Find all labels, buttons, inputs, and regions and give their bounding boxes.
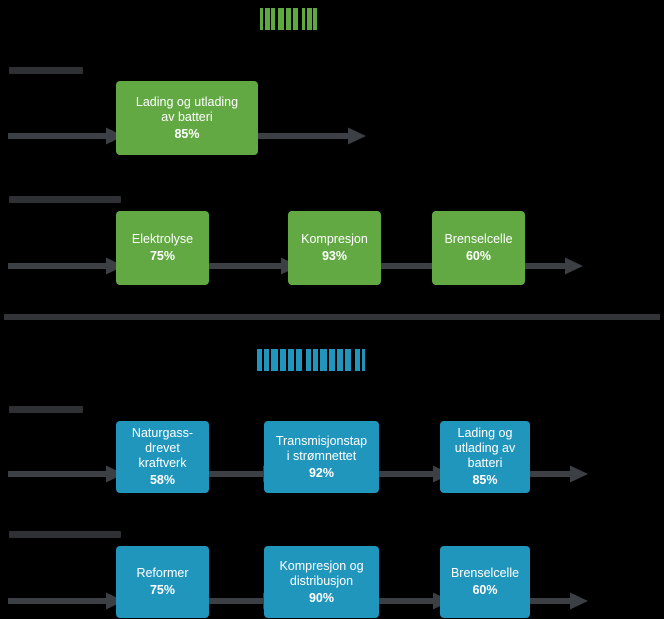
node-value: 90% <box>308 590 335 605</box>
arrow-out-of-lading-blue <box>524 465 588 483</box>
arrow-kraftverk-to-transmisjonstap <box>203 465 281 483</box>
node-label: Transmisjonstap i strømnettet <box>275 433 368 463</box>
node-value: 60% <box>472 583 498 597</box>
node-brenselcelle-blue[interactable]: Brenselcelle 60% <box>440 546 530 618</box>
node-value: 93% <box>321 249 348 263</box>
node-label: Naturgass- drevet kraftverk <box>131 426 194 470</box>
node-label: Reformer <box>136 566 189 580</box>
arrow-kompresjon-distribusjon-to-brenselcelle <box>373 592 451 610</box>
node-label: Lading og utlading av batteri <box>454 426 516 470</box>
arrow-reformer-to-kompresjon-distribusjon <box>203 592 281 610</box>
naturgass-battery-row-label-redacted <box>9 406 83 413</box>
node-label: Kompresjon og distribusjon <box>279 558 364 588</box>
arrow-into-reformer <box>8 592 124 610</box>
node-value: 85% <box>174 126 200 141</box>
node-label: Kompresjon <box>301 232 368 246</box>
node-lading-og-utlading-av-batteri-blue[interactable]: Lading og utlading av batteri 85% <box>440 421 530 493</box>
node-naturgassdrevet-kraftverk[interactable]: Naturgass- drevet kraftverk 58% <box>116 421 209 493</box>
arrow-into-elektrolyse <box>8 257 124 275</box>
section-divider <box>4 314 660 320</box>
node-label: Elektrolyse <box>131 232 194 246</box>
node-value: 85% <box>472 473 498 487</box>
node-value: 75% <box>149 583 176 597</box>
node-value: 60% <box>465 249 492 263</box>
arrow-into-naturgass-kraftverk <box>8 465 124 483</box>
node-value: 75% <box>149 249 176 263</box>
node-transmisjonstap-i-stromnettet[interactable]: Transmisjonstap i strømnettet 92% <box>264 421 379 493</box>
node-label: Lading og utlading av batteri <box>135 94 239 124</box>
node-kompresjon-og-distribusjon[interactable]: Kompresjon og distribusjon 90% <box>264 546 379 618</box>
node-label: Brenselcelle <box>444 232 513 246</box>
green-title-ink <box>258 8 318 30</box>
hydrogen-row-label-redacted <box>9 196 121 203</box>
blue-section-title-redacted <box>255 349 365 371</box>
green-section-title-redacted <box>258 8 318 30</box>
arrow-into-battery <box>8 127 124 145</box>
node-label: Brenselcelle <box>450 566 520 580</box>
arrow-out-of-brenselcelle-green <box>519 257 583 275</box>
arrow-kompresjon-to-brenselcelle <box>375 257 471 275</box>
node-value: 58% <box>149 473 176 487</box>
arrow-elektrolyse-to-kompresjon <box>203 257 299 275</box>
node-value: 92% <box>308 465 335 480</box>
arrow-transmisjonstap-to-lading <box>373 465 451 483</box>
arrow-out-of-battery <box>252 127 366 145</box>
arrow-out-of-brenselcelle-blue <box>524 592 588 610</box>
node-reformer[interactable]: Reformer 75% <box>116 546 209 618</box>
node-brenselcelle-green[interactable]: Brenselcelle 60% <box>432 211 525 285</box>
node-kompresjon[interactable]: Kompresjon 93% <box>288 211 381 285</box>
node-elektrolyse[interactable]: Elektrolyse 75% <box>116 211 209 285</box>
blue-title-ink <box>255 349 365 371</box>
node-lading-og-utlading-av-batteri[interactable]: Lading og utlading av batteri 85% <box>116 81 258 155</box>
battery-row-label-redacted <box>9 67 83 74</box>
reformer-row-label-redacted <box>9 531 121 538</box>
